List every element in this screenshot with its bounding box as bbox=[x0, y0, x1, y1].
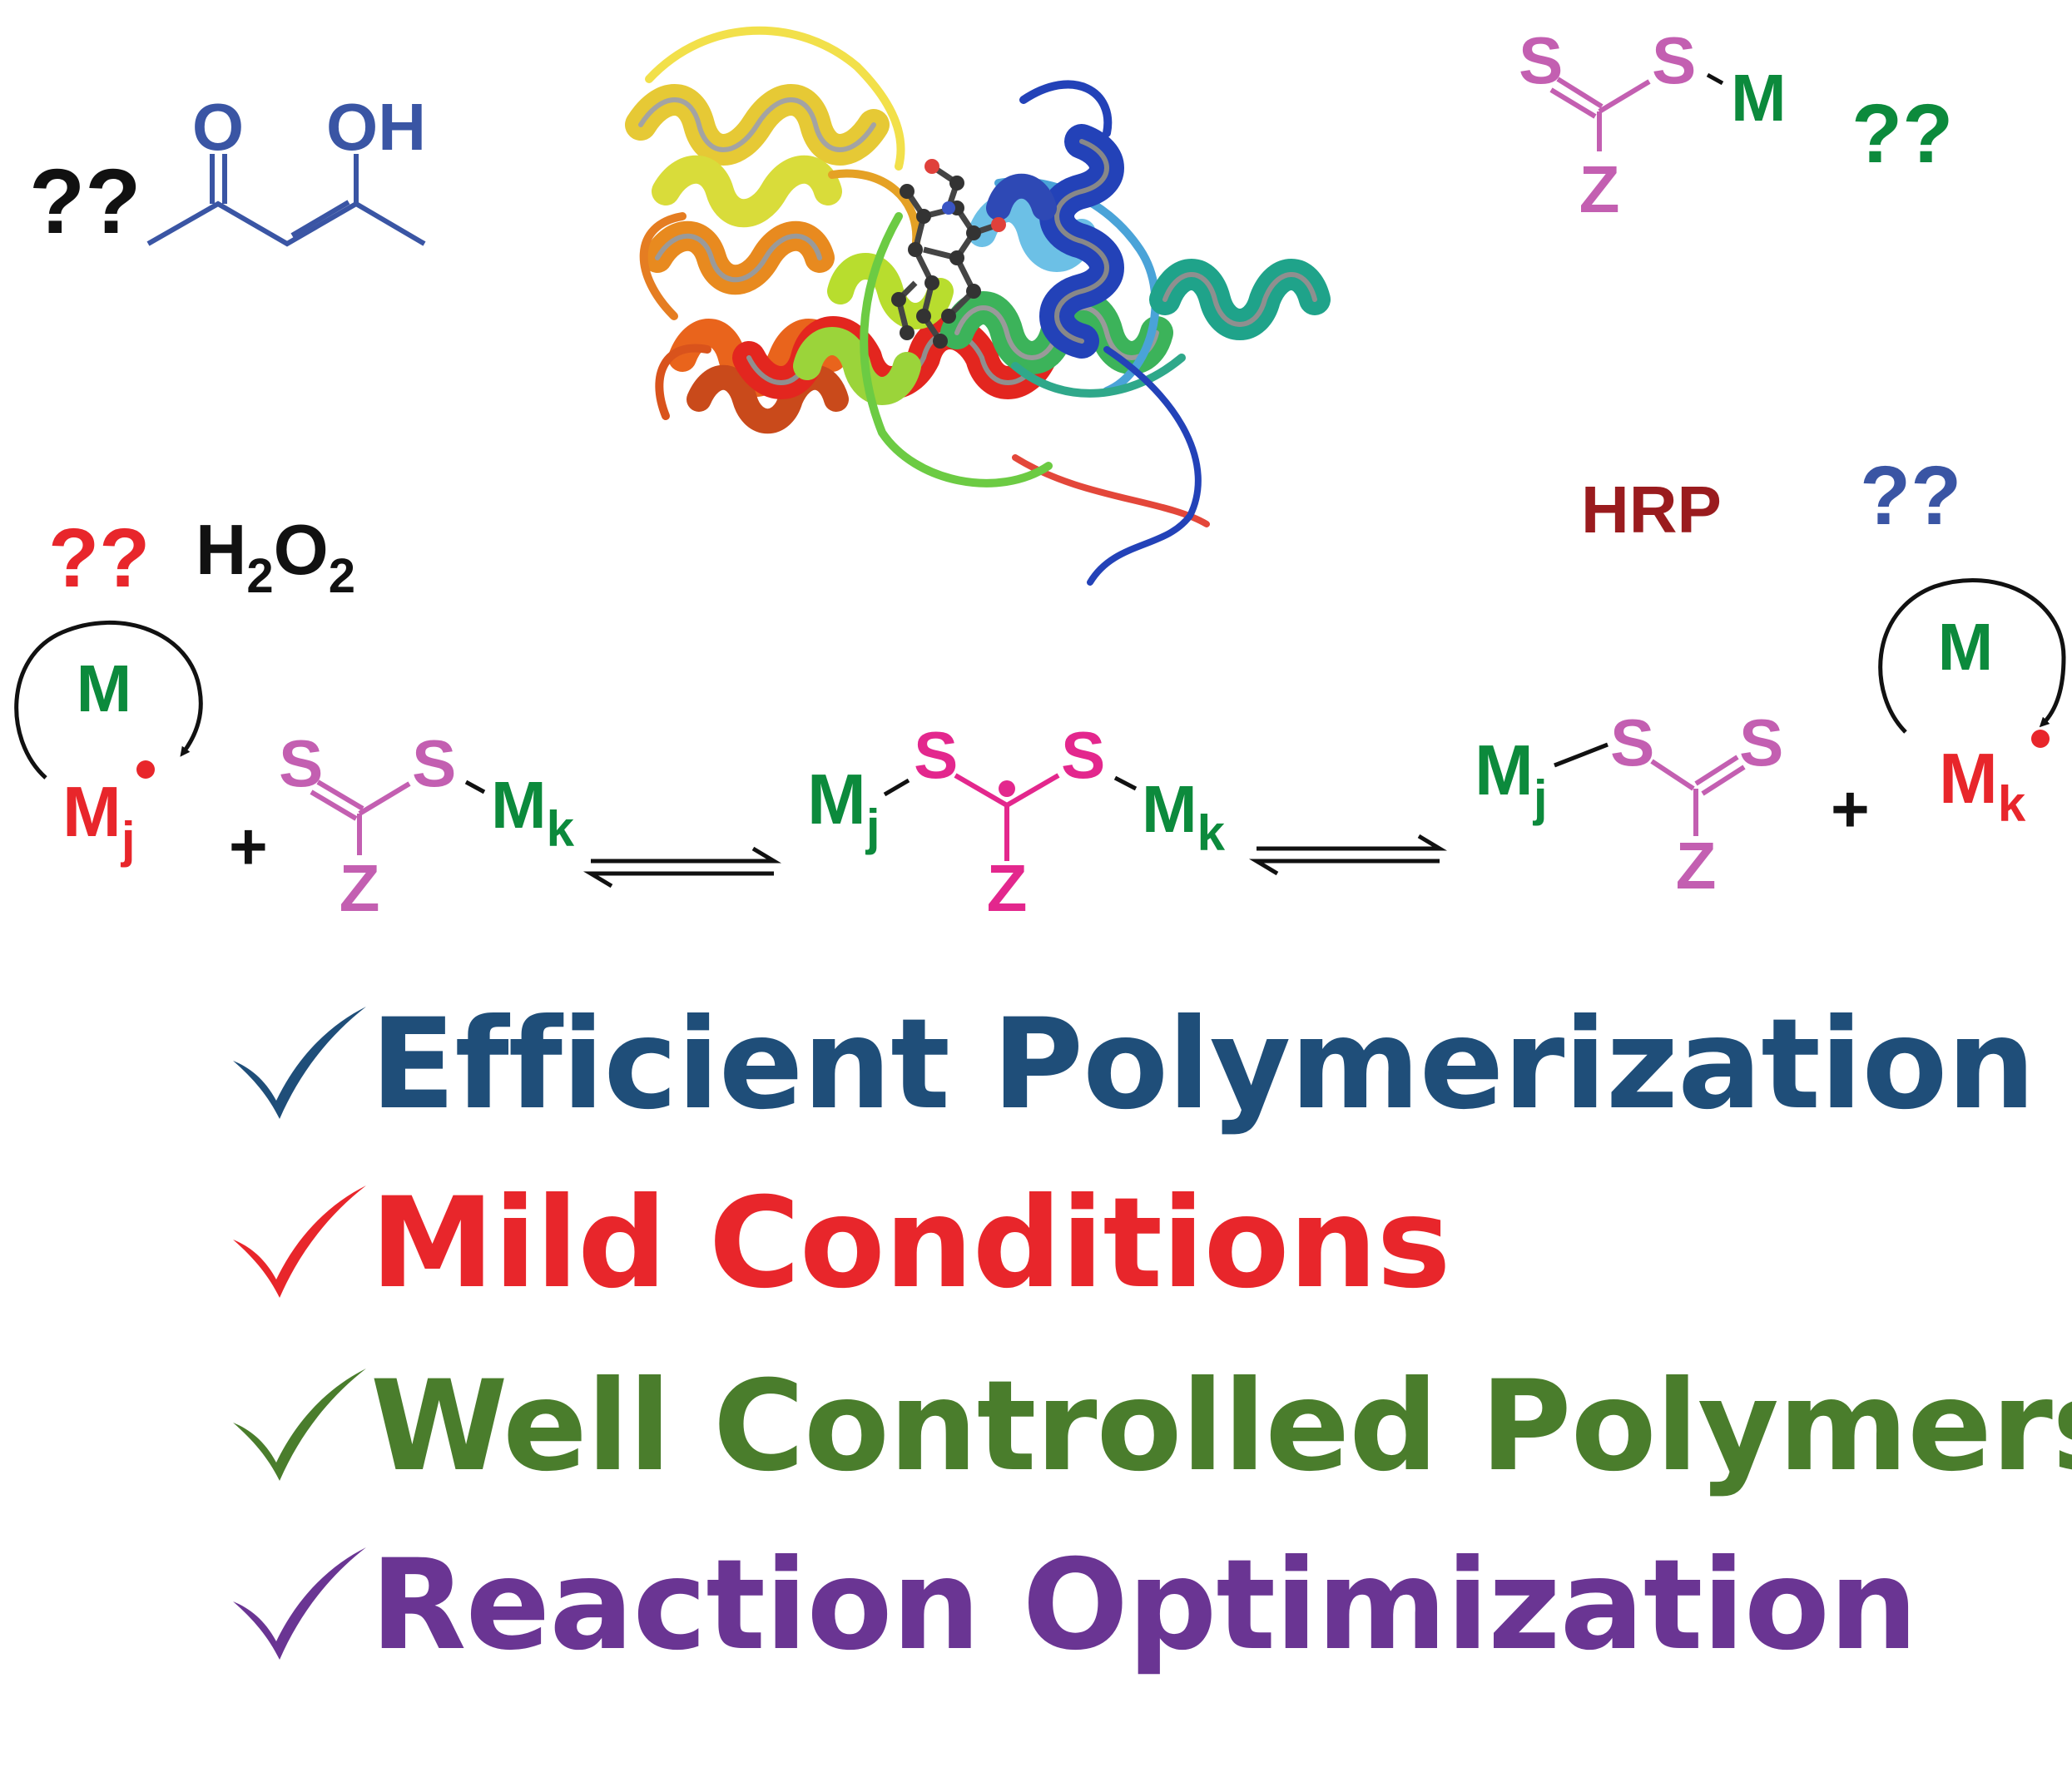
bullet-text: Efficient Polymerization bbox=[370, 992, 2035, 1137]
intermediate-radical-dot bbox=[999, 780, 1015, 797]
bullet-text: Mild Conditions bbox=[370, 1171, 1451, 1316]
bullet-well-controlled-polymers: Well Controlled Polymers bbox=[225, 1348, 2072, 1506]
acac-oxygen-label: O bbox=[192, 90, 244, 164]
heme-cofactor bbox=[891, 159, 1006, 349]
product-mj: Mj bbox=[1475, 731, 1547, 826]
product-dormant-polymer: Mj S S Z bbox=[1475, 705, 1783, 903]
checkmark-icon bbox=[233, 1547, 366, 1660]
radical-dot-mj bbox=[136, 760, 155, 779]
checkmark-icon bbox=[233, 1007, 366, 1119]
bullet-text: Reaction Optimization bbox=[370, 1533, 1918, 1678]
h2o2-label-group: ?? H2O2 bbox=[48, 511, 355, 605]
loop-monomer-label-right: M bbox=[1938, 610, 1994, 684]
cta-z-group-label: Z bbox=[340, 851, 380, 925]
acac-double-bond bbox=[290, 200, 350, 238]
loop-monomer-label-left: M bbox=[77, 651, 132, 725]
raft-sulfur-thio-label: S bbox=[1652, 23, 1696, 97]
equilibrium-arrows-1 bbox=[582, 846, 782, 888]
propagation-loop-arrow-right bbox=[1878, 578, 2066, 734]
acac-backbone bbox=[146, 200, 426, 247]
plus-sign-1: + bbox=[229, 809, 268, 884]
h2o2-question-marks: ?? bbox=[48, 512, 150, 605]
radical-dot-mk bbox=[2031, 730, 2050, 748]
radical-mj: Mj bbox=[62, 773, 135, 868]
hrp-protein-ribbon bbox=[625, 26, 1331, 586]
raft-question-marks: ?? bbox=[1851, 87, 1953, 181]
intermediate-mk: Mk bbox=[1142, 772, 1226, 861]
h2o2-formula: H2O2 bbox=[196, 511, 355, 603]
cta-sulfur-thione-label: S bbox=[279, 726, 323, 800]
plus-sign-2: + bbox=[1831, 772, 1870, 846]
bullet-text: Well Controlled Polymers bbox=[370, 1354, 2072, 1499]
radical-mk: Mk bbox=[1939, 740, 2026, 832]
intermediate-mj: Mj bbox=[807, 760, 880, 855]
hrp-question-marks: ?? bbox=[1860, 449, 1961, 542]
checkmark-icon bbox=[233, 1369, 366, 1481]
acac-question-marks: ?? bbox=[29, 151, 141, 253]
acetylacetone-structure: ?? O OH bbox=[29, 90, 426, 253]
raft-sulfur-thione-label: S bbox=[1519, 23, 1563, 97]
cta-sulfur-thio-label: S bbox=[412, 726, 456, 800]
checkmark-icon bbox=[233, 1185, 366, 1298]
intermediate-sulfur-right-label: S bbox=[1061, 718, 1105, 792]
acac-hydroxyl-label: OH bbox=[326, 90, 426, 164]
raft-cta-mk: S S Mk Z bbox=[279, 726, 575, 925]
equilibrium-arrows-2 bbox=[1248, 834, 1448, 876]
bullet-efficient-polymerization: Efficient Polymerization bbox=[225, 986, 2035, 1144]
propagation-loop-arrow-left bbox=[14, 620, 203, 780]
cta-mk: Mk bbox=[491, 768, 575, 857]
product-sulfur-thione-label: S bbox=[1739, 705, 1783, 780]
intermediate-radical: Mj S S Mk Z bbox=[807, 718, 1226, 925]
raft-monomer-label: M bbox=[1731, 61, 1787, 135]
intermediate-z-group-label: Z bbox=[987, 851, 1028, 925]
bullet-reaction-optimization: Reaction Optimization bbox=[225, 1527, 1918, 1685]
propagating-radical-left: M Mj bbox=[14, 620, 203, 868]
product-z-group-label: Z bbox=[1676, 829, 1717, 903]
raft-z-group-label: Z bbox=[1579, 152, 1620, 226]
raft-agent-structure: S S M Z ?? bbox=[1519, 23, 1953, 226]
propagating-radical-right: M Mk bbox=[1878, 578, 2066, 832]
intermediate-sulfur-left-label: S bbox=[914, 718, 958, 792]
bullet-mild-conditions: Mild Conditions bbox=[225, 1165, 1451, 1323]
product-sulfur-thio-label: S bbox=[1610, 705, 1654, 780]
hrp-label: HRP bbox=[1581, 473, 1722, 547]
